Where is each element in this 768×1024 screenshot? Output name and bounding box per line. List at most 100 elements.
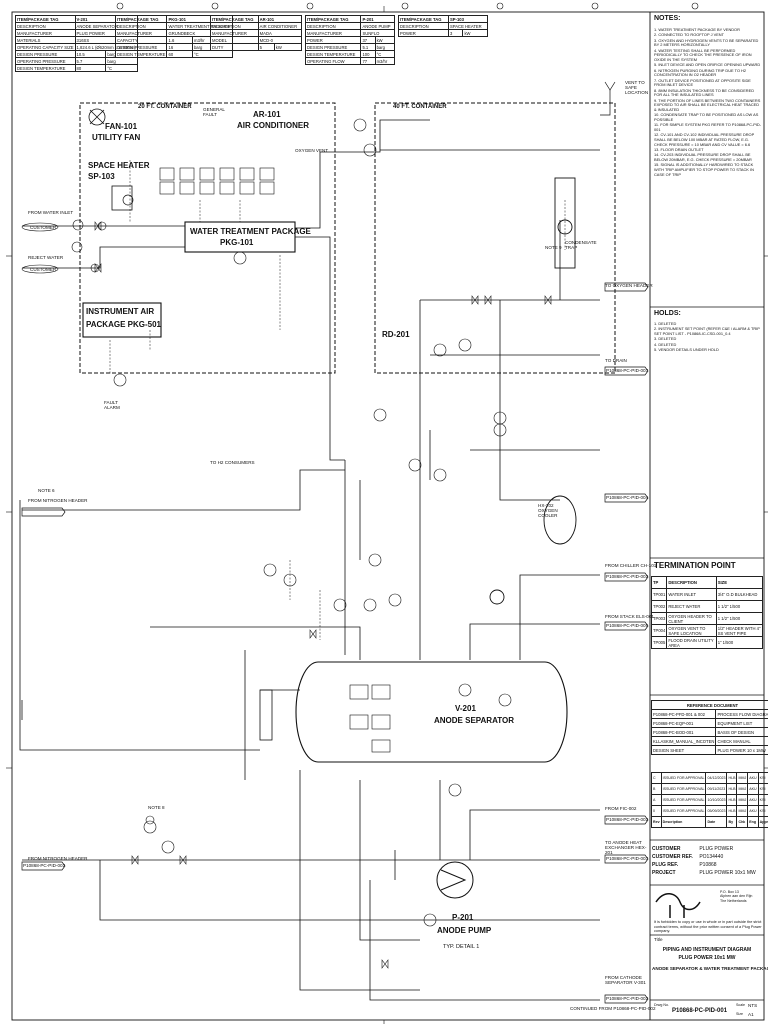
cell: °C — [191, 50, 233, 58]
cell: OPERATING PRESSURE — [15, 57, 76, 65]
table-cell: 09/11/2023 — [705, 783, 728, 795]
table-cell: By — [726, 816, 738, 828]
note-6-label: NOTE 6 — [38, 488, 55, 493]
cell: DESIGN PRESSURE — [15, 50, 76, 58]
instrument-boxes-row — [159, 167, 275, 195]
table-cell: SIZE — [715, 576, 764, 589]
reject-water-label: REJECT WATER — [28, 255, 64, 260]
cell: °C — [374, 50, 396, 58]
cell: 80 — [74, 64, 107, 72]
table-cell: 05/09/2023 — [705, 805, 728, 817]
note-item: 13. FLOOR DRAIN OUTLET — [654, 147, 704, 152]
table-cell: 3/4" O.D BULKHEAD — [715, 588, 764, 601]
table-cell: OXYGEN HEADER TO CLIENT — [666, 612, 717, 625]
from-chiller-label: FROM CHILLER CH-101 — [605, 563, 657, 568]
condensate-trap-label: CONDENSATE TRAP — [565, 240, 597, 251]
pid-ref-4: P10868-PC-PID-005 — [606, 623, 649, 628]
temperature-instrument — [122, 194, 134, 206]
detail-label: TYP. DETAIL 1 — [443, 944, 480, 950]
table-cell: PLUG POWER 10 x 1MW — [715, 745, 768, 755]
table-cell: HLB — [726, 772, 738, 784]
ac-tag: AR-101 — [253, 110, 281, 119]
table-cell: KSI — [757, 783, 768, 795]
cell: 5.7 — [74, 57, 107, 65]
level-gauge — [259, 689, 273, 741]
pid-ref-7: P10868-PC-PID-002 — [606, 996, 649, 1001]
tag-label: ITEM/PACKAGE TAG — [304, 15, 362, 23]
note-item: 3. OXYGEN AND HYDROGEN VENTS TO BE SEPAR… — [654, 37, 759, 48]
table-cell: P10868-PC-EQP-001 — [650, 718, 717, 728]
wtp-tag: PKG-101 — [220, 238, 254, 247]
process-lines — [19, 119, 600, 1001]
table-cell: KLLASKIM_MANUAL_INCOTEN — [650, 736, 717, 746]
notes-title: NOTES: — [654, 15, 681, 22]
cell: barg — [374, 43, 396, 51]
fan-101-symbol — [88, 108, 106, 126]
table-cell: AKU — [747, 772, 759, 784]
table-cell: CUSTOMER REF. — [652, 854, 693, 860]
general-fault-label: GENERAL FAULT — [203, 107, 225, 118]
from-nitrogen-label-2: FROM NITROGEN HEADER — [28, 856, 88, 861]
tag-label: ITEM/PACKAGE TAG — [210, 15, 259, 23]
valves — [94, 221, 552, 969]
table-cell: AKU — [747, 805, 759, 817]
table-cell: TP005 — [650, 636, 668, 649]
container-20ft-label: 20 FT. CONTAINER — [138, 104, 192, 110]
hold-item: 5. VENDOR DETAILS UNDER HOLD — [654, 346, 719, 352]
cell: MANUFACTURER — [304, 29, 362, 37]
table-cell: KSI — [757, 772, 768, 784]
table-cell: P10868-PC-PFD-001 & 002 — [650, 709, 717, 719]
table-cell: Chk — [736, 816, 749, 828]
table-cell: Description — [660, 816, 707, 828]
note-item: 4. WATER TESTING SHALL BE PERFORMED PERI… — [654, 47, 752, 62]
table-cell: KSI — [757, 805, 768, 817]
cell: 16 — [166, 43, 193, 51]
customer-label-2: CUSTOMER — [30, 267, 57, 272]
table-cell: MMJ — [736, 805, 749, 817]
note-item: 12. CV-101 AND CV-102 INDIVIDUAL PRESSUR… — [654, 132, 755, 147]
table-cell: TP — [650, 576, 668, 589]
table-cell: 1 1/2" 1/500 — [715, 600, 764, 613]
cell: MCD-0 — [257, 36, 303, 44]
pump-tag: P-201 — [452, 913, 474, 922]
rd-tag: RD-201 — [382, 330, 410, 339]
title-line-2: PLUG POWER 10x1 MW — [678, 955, 736, 961]
cell: 10.5 — [74, 50, 107, 58]
table-cell: ISSUED FOR APPROVAL — [660, 783, 707, 795]
cell: °C — [105, 64, 138, 72]
cell: 3 — [447, 29, 464, 37]
hold-item: 4. DELETED — [654, 341, 677, 347]
project-row: CUSTOMER REF.PO134440 — [651, 853, 763, 861]
cell: kW — [374, 36, 396, 44]
cell: DESIGN TEMPERATURE — [304, 50, 362, 58]
cell: DESIGN PRESSURE — [304, 43, 362, 51]
table-cell: 1/2" HEADER WITH 4" SS VENT PIPE — [715, 624, 764, 637]
table-cell: PLUG POWER 10x1 MW — [699, 870, 756, 876]
note-item: 6. NITROGEN PURGING DURING TRIP DUE TO H… — [654, 67, 747, 78]
pid-ref-3: P10868-PC-PID-002 — [606, 574, 649, 579]
scale-label: Scale — [736, 1003, 745, 1007]
cell: DESCRIPTION — [210, 22, 259, 30]
table-cell: KSI — [757, 794, 768, 806]
tag-label: ITEM/PACKAGE TAG — [114, 15, 168, 23]
cell: 37 — [360, 36, 376, 44]
from-stack-label: FROM STACK ELS-001 — [605, 614, 654, 619]
table-cell: PLUG REF. — [652, 862, 679, 868]
to-oxygen-label: TO OXYGEN HEADER — [605, 283, 653, 288]
table-cell: MMJ — [736, 783, 749, 795]
sheet-border — [11, 11, 765, 1021]
table-cell: WATER INLET — [666, 588, 717, 601]
cell: 100 — [360, 50, 376, 58]
space-heater-symbol — [111, 185, 133, 211]
